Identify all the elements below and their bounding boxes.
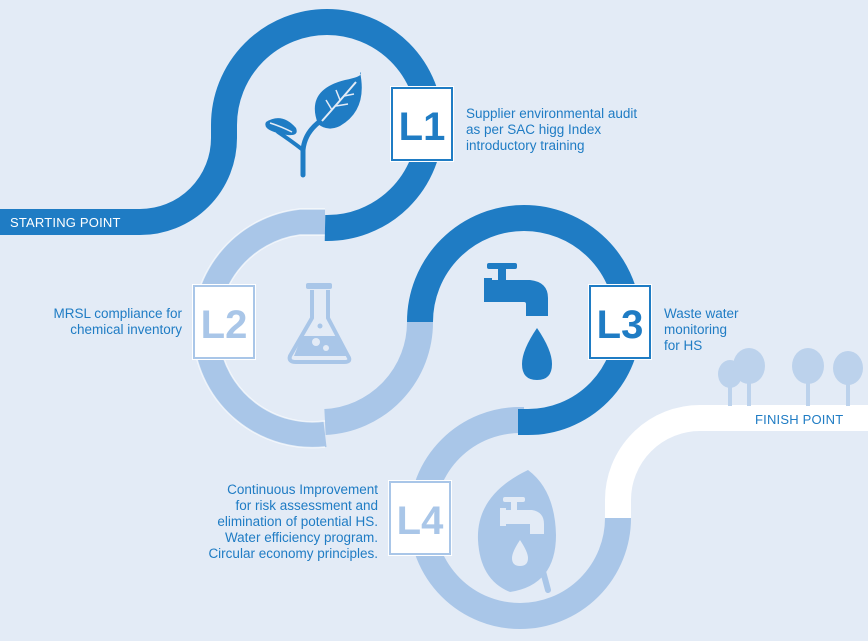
trees-icon: [718, 348, 863, 406]
l1-line-1: Supplier environmental audit: [466, 106, 638, 121]
lab-flask-icon: [287, 283, 352, 364]
l4-line-4: Water efficiency program.: [224, 530, 378, 545]
l4-line-5: Circular economy principles.: [208, 546, 378, 561]
leaf-tap-icon: [477, 470, 556, 593]
l1-line-2: as per SAC higg Index: [466, 122, 602, 137]
level-badge-l1: L1: [390, 86, 454, 162]
l4-line-3: elimination of potential HS.: [217, 514, 378, 529]
water-tap-drop-icon: [484, 263, 552, 380]
plant-sprout-icon: [265, 72, 362, 178]
level-code-l1: L1: [399, 105, 446, 149]
l4-line-2: for risk assessment and: [235, 498, 378, 513]
level-badge-l4: L4: [388, 480, 452, 556]
level-code-l2: L2: [201, 303, 248, 347]
l3-line-3: for HS: [664, 338, 703, 353]
level-code-l3: L3: [597, 303, 644, 347]
level-badge-l3: L3: [588, 284, 652, 360]
l3-line-1: Waste water: [664, 306, 739, 321]
level-code-l4: L4: [397, 499, 444, 543]
level-l3-description: Waste water monitoring for HS: [664, 306, 739, 354]
l3-line-2: monitoring: [664, 322, 728, 337]
l1-line-3: introductory training: [466, 138, 585, 153]
path-finish: [605, 405, 868, 518]
level-l1-description: Supplier environmental audit as per SAC …: [466, 106, 637, 154]
level-badge-l2: L2: [192, 284, 256, 360]
l2-line-2: chemical inventory: [70, 322, 182, 337]
l4-line-1: Continuous Improvement: [227, 482, 378, 497]
finish-point-label: FINISH POINT: [755, 412, 844, 427]
level-l2-description: MRSL compliance for chemical inventory: [20, 306, 182, 338]
level-l4-description: Continuous Improvement for risk assessme…: [176, 482, 378, 562]
starting-point-label: STARTING POINT: [10, 215, 121, 230]
l2-line-1: MRSL compliance for: [53, 306, 182, 321]
path-dark: [0, 9, 641, 435]
